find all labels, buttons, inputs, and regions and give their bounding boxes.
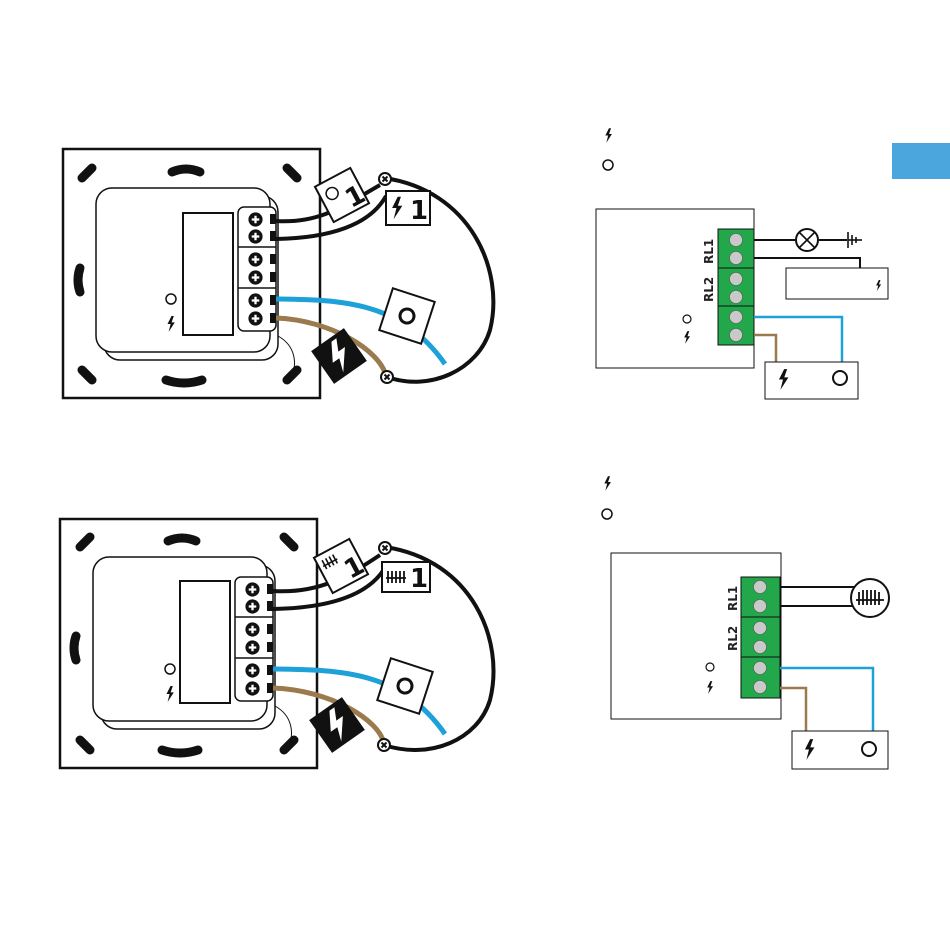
schematic-1: RL1 RL2 <box>596 128 888 399</box>
live-tag: 1 <box>386 191 430 226</box>
relay-1-label: RL1 <box>702 239 716 264</box>
schematic-2: RL1 RL2 <box>602 476 889 769</box>
live-symbol-icon <box>604 476 611 490</box>
terminal-block <box>741 577 780 698</box>
neutral-symbol-icon <box>833 371 847 385</box>
neutral-symbol-icon <box>166 294 176 304</box>
neutral-symbol-icon <box>603 160 613 170</box>
neutral-symbol-icon <box>862 742 876 756</box>
terminal-block <box>718 229 754 345</box>
neutral-symbol-icon <box>165 664 175 674</box>
svg-text:1: 1 <box>410 564 428 594</box>
radiator-tag: 1 <box>382 562 430 594</box>
thermostat-wiring-illustration-1: 1 1 <box>63 149 493 398</box>
section-tab <box>892 143 950 179</box>
screw-icon <box>381 371 393 383</box>
neutral-tag <box>377 658 432 713</box>
lamp-icon <box>796 229 818 251</box>
neutral-tag <box>379 288 434 343</box>
neutral-symbol-icon <box>683 315 691 323</box>
svg-text:1: 1 <box>410 196 428 226</box>
relay-1-label: RL1 <box>726 586 740 611</box>
earth-icon <box>848 232 862 248</box>
neutral-symbol-icon <box>602 509 612 519</box>
screw-icon <box>378 739 390 751</box>
relay-2-label: RL2 <box>726 626 740 651</box>
live-symbol-icon <box>605 128 612 142</box>
screw-icon <box>379 542 391 554</box>
screw-icon <box>379 173 391 185</box>
neutral-symbol-icon <box>706 663 714 671</box>
relay-2-label: RL2 <box>702 277 716 302</box>
radiator-icon <box>851 579 889 617</box>
thermostat-wiring-illustration-2: 1 1 <box>60 519 493 768</box>
